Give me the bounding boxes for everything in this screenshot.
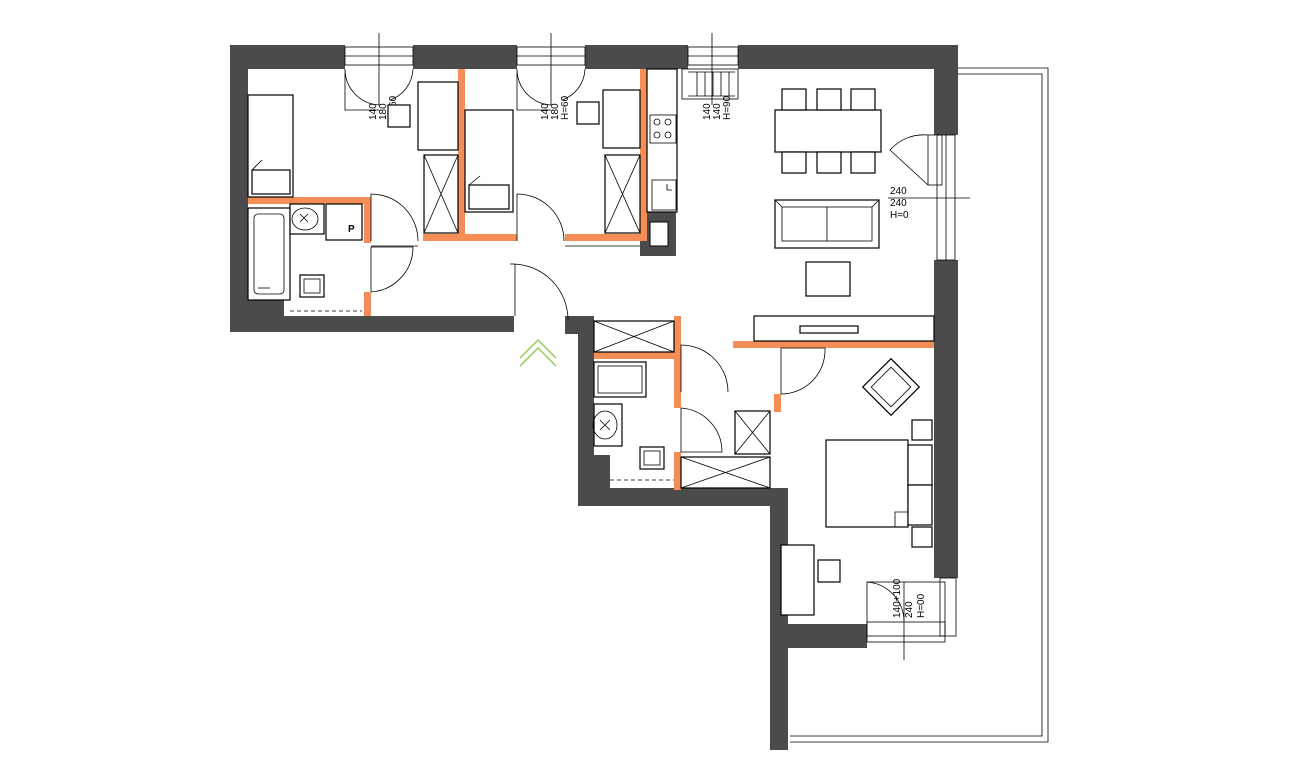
window-2 (516, 33, 586, 111)
dining-table (774, 88, 882, 174)
w1-height-label: 180 (378, 103, 389, 120)
bedroom-1-furniture (247, 81, 459, 234)
hall-wardrobes (593, 320, 771, 489)
bathroom-2 (592, 361, 674, 481)
w2-width-label: 140 (540, 103, 551, 120)
bedroom-window-sill-label: H=00 (916, 593, 927, 618)
w1-width-label: 140 (368, 103, 379, 120)
interior-partitions (248, 69, 934, 490)
terrace-outline (790, 67, 1049, 743)
bedroom-window-height-label: 240 (904, 601, 915, 618)
w3-sill-label: H=90 (722, 95, 733, 120)
bathroom-cabinet-label: P (348, 224, 355, 235)
coffee-table (805, 261, 851, 297)
balcony-door-sill-label: H=0 (890, 210, 909, 221)
bedroom-2-furniture (464, 89, 641, 234)
bathroom-1: P (247, 203, 363, 312)
bedroom-window (866, 577, 957, 660)
doors (370, 193, 826, 453)
sofa (774, 199, 880, 249)
entrance-chevron-icon (519, 338, 557, 367)
bedroom-window-width-label: 140+100 (892, 578, 903, 618)
kitchen (646, 68, 678, 213)
window-1 (344, 33, 414, 111)
master-bedroom (753, 315, 935, 616)
ventilation-shaft (649, 221, 669, 247)
exterior-walls (230, 45, 958, 750)
balcony-door (888, 134, 970, 261)
w2-sill-label: H=60 (560, 95, 571, 120)
w3-width-label: 140 (702, 103, 713, 120)
balcony-door-height-label: 240 (890, 198, 907, 209)
balcony-door-width-label: 240 (890, 186, 907, 197)
w3-height-label: 140 (712, 103, 723, 120)
window-3 (681, 33, 739, 105)
w2-height-label: 180 (550, 103, 561, 120)
